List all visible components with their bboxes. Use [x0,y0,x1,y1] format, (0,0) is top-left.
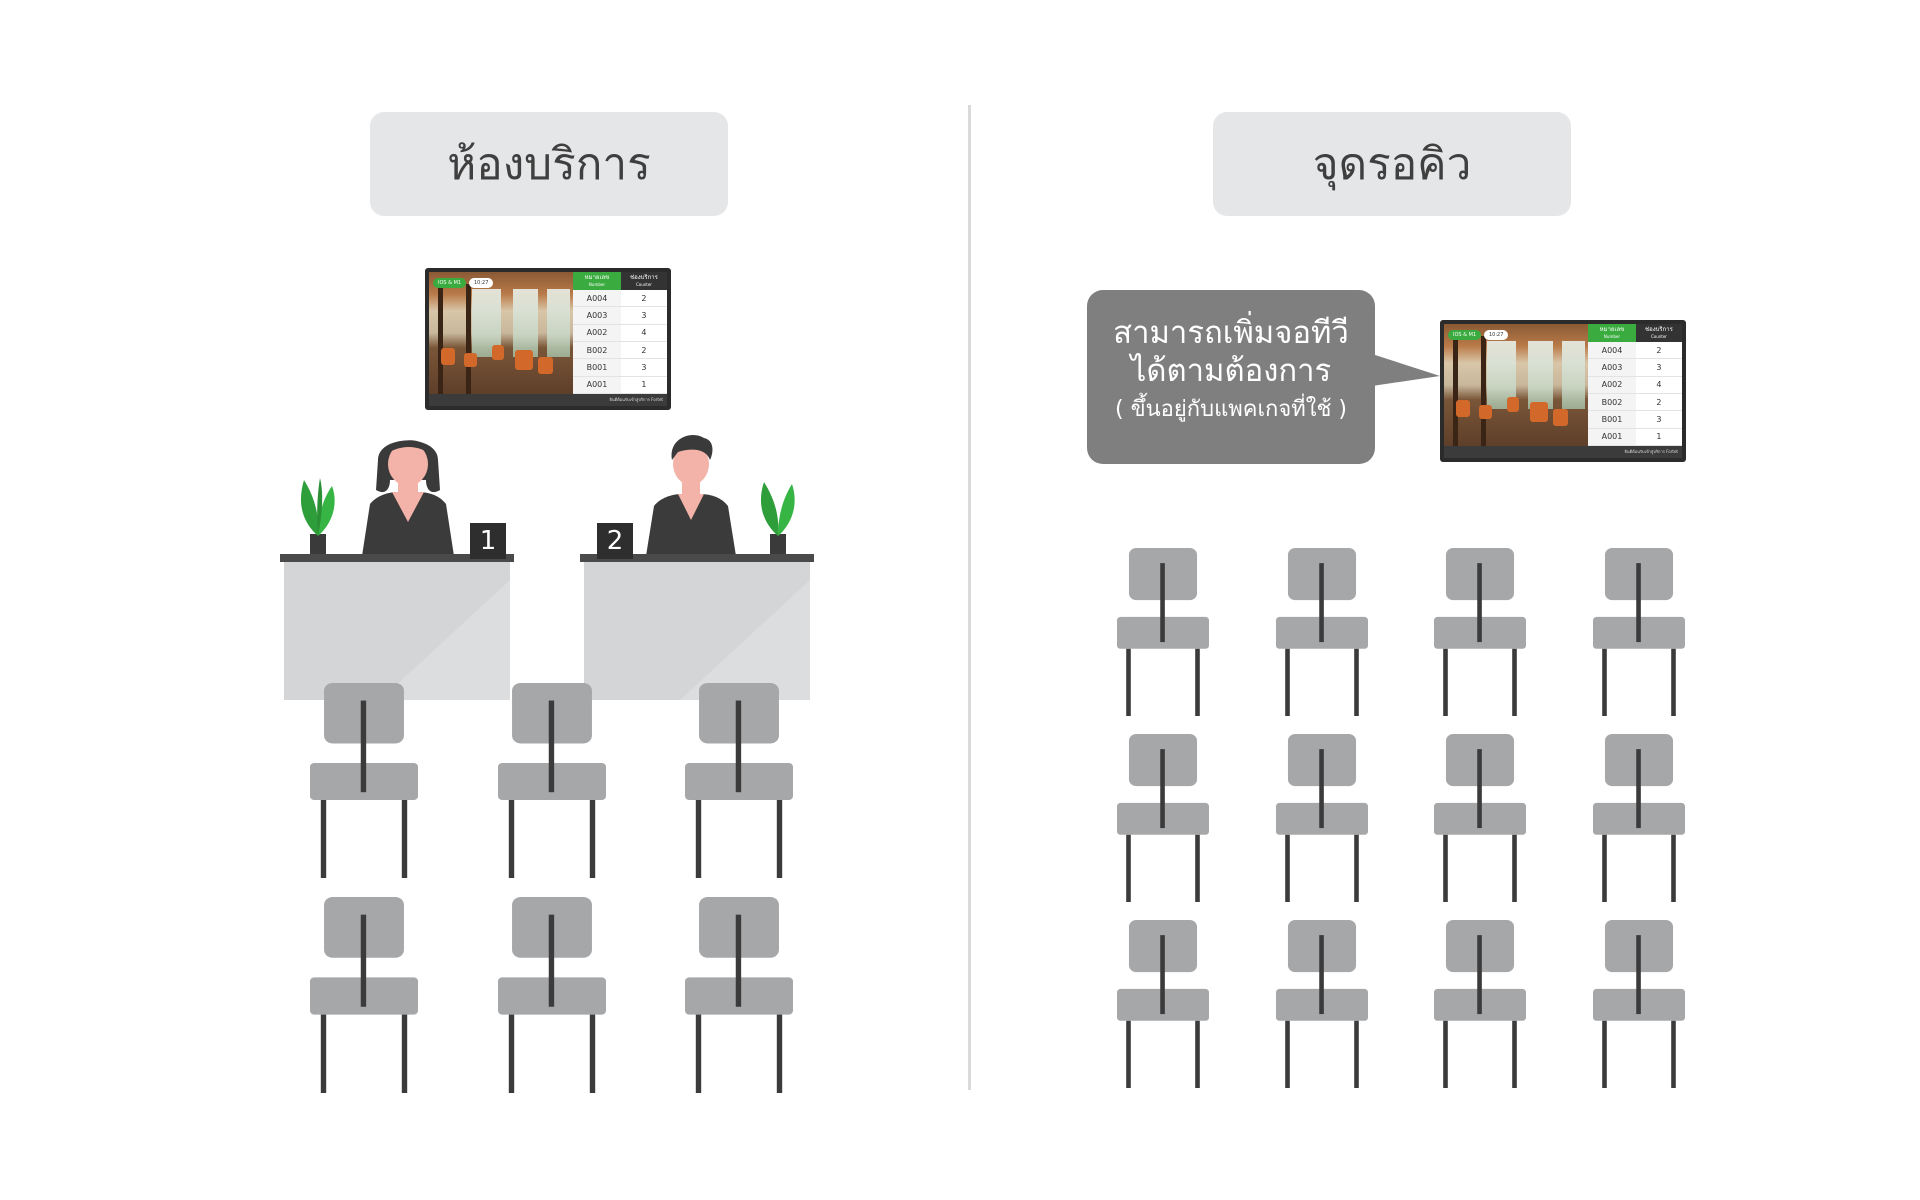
tv-badge-label: IOS & M1 [1448,330,1482,340]
tv-badge-label: IOS & M1 [433,278,467,288]
staff-man-icon [646,434,736,556]
tv-clock: 10:27 [469,278,494,288]
tv-clock: 10:27 [1484,330,1509,340]
chair-icon [685,683,793,878]
counter-number-cell: 1 [620,377,667,394]
counter-number-cell: 3 [620,307,667,325]
callout-note: ( ขึ้นอยู่กับแพคเกจที่ใช้ ) [1115,397,1347,422]
queue-number-cell: A001 [1588,429,1636,446]
tv-footer-ticker: ยินดีต้อนรับเข้าสู่บริการ Fortet [429,394,667,406]
counter-number-cell: 4 [620,325,667,342]
plant-left-icon [300,478,335,556]
counter-number-cell: 2 [620,342,667,360]
queue-number-cell: A003 [1588,359,1636,377]
chair-icon [1117,920,1209,1088]
plant-right-icon [760,482,795,556]
queue-number-cell: B001 [1588,411,1636,429]
queue-number-cell: A002 [1588,377,1636,394]
desk-left [280,554,514,700]
counter-number-cell: 2 [1635,394,1682,412]
chair-icon [1276,548,1368,716]
chair-icon [1276,734,1368,902]
counter-number-cell: 2 [1635,342,1682,360]
chair-icon [498,683,606,878]
callout-line2: ได้ตามต้องการ [1130,353,1332,389]
queue-number-cell: A001 [573,377,621,394]
callout-pointer [1372,354,1440,386]
counter-number-cell: 3 [620,359,667,377]
counter-number-cell: 2 [620,290,667,308]
waiting-area-title-text: จุดรอคิว [1312,139,1472,190]
chair-icon [310,683,418,878]
service-room-title-text: ห้องบริการ [447,139,651,190]
counter-number-1: 1 [470,523,506,559]
service-counters-illustration [280,434,814,700]
queue-number-cell: B001 [573,359,621,377]
chair-icon [1593,734,1685,902]
counter-number-cell: 1 [1635,429,1682,446]
tv-footer-ticker: ยินดีต้อนรับเข้าสู่บริการ Fortet [1444,446,1682,458]
desk-right [580,554,814,700]
counter-number-cell: 4 [1635,377,1682,394]
counter-number-cell: 3 [1635,359,1682,377]
counter-number-2: 2 [597,523,633,559]
chair-icon [1593,548,1685,716]
queue-number-cell: A004 [1588,342,1636,360]
queue-number-cell: A004 [573,290,621,308]
chair-icon [498,897,606,1093]
chair-icon [1593,920,1685,1088]
queue-number-cell: A002 [573,325,621,342]
callout-line1: สามารถเพิ่มจอทีวี [1113,315,1349,351]
queue-number-cell: B002 [573,342,621,360]
chair-icon [1434,548,1526,716]
chair-icon [1434,920,1526,1088]
chair-icon [310,897,418,1093]
service-room-title: ห้องบริการ [370,112,728,216]
chair-icon [1434,734,1526,902]
queue-number-cell: B002 [1588,394,1636,412]
section-divider [968,105,971,1090]
waiting-area-title: จุดรอคิว [1213,112,1571,216]
chair-icon [1117,734,1209,902]
queue-number-cell: A003 [573,307,621,325]
chair-icon [685,897,793,1093]
chair-icon [1276,920,1368,1088]
callout-add-tv: สามารถเพิ่มจอทีวี ได้ตามต้องการ ( ขึ้นอย… [1087,290,1375,464]
staff-woman-icon [362,440,454,556]
chair-icon [1117,548,1209,716]
counter-number-cell: 3 [1635,411,1682,429]
